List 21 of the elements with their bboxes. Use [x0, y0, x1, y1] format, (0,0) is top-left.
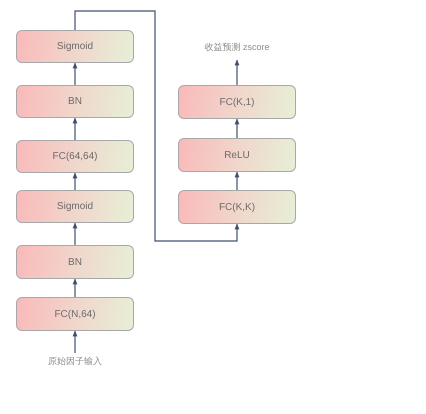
layer-box: Sigmoid — [16, 190, 134, 223]
arrow — [72, 222, 78, 245]
arrow — [72, 172, 78, 190]
layer-box: FC(N,64) — [16, 297, 134, 331]
layer-box: Sigmoid — [16, 30, 134, 63]
arrow — [72, 62, 78, 85]
layer-box: FC(K,K) — [178, 190, 296, 224]
arrow — [234, 118, 240, 138]
arrow — [234, 59, 240, 85]
input-label: 原始因子输入 — [35, 353, 115, 369]
layer-box: FC(K,1) — [178, 85, 296, 119]
layer-box: BN — [16, 85, 134, 118]
output-label: 收益预测 zscore — [202, 34, 272, 60]
layer-box: FC(64,64) — [16, 140, 134, 173]
arrow — [74, 10, 240, 242]
layer-box: ReLU — [178, 138, 296, 172]
arrow — [72, 278, 78, 297]
arrow — [72, 117, 78, 140]
arrow — [72, 330, 78, 353]
layer-box: BN — [16, 245, 134, 279]
arrow — [234, 171, 240, 190]
